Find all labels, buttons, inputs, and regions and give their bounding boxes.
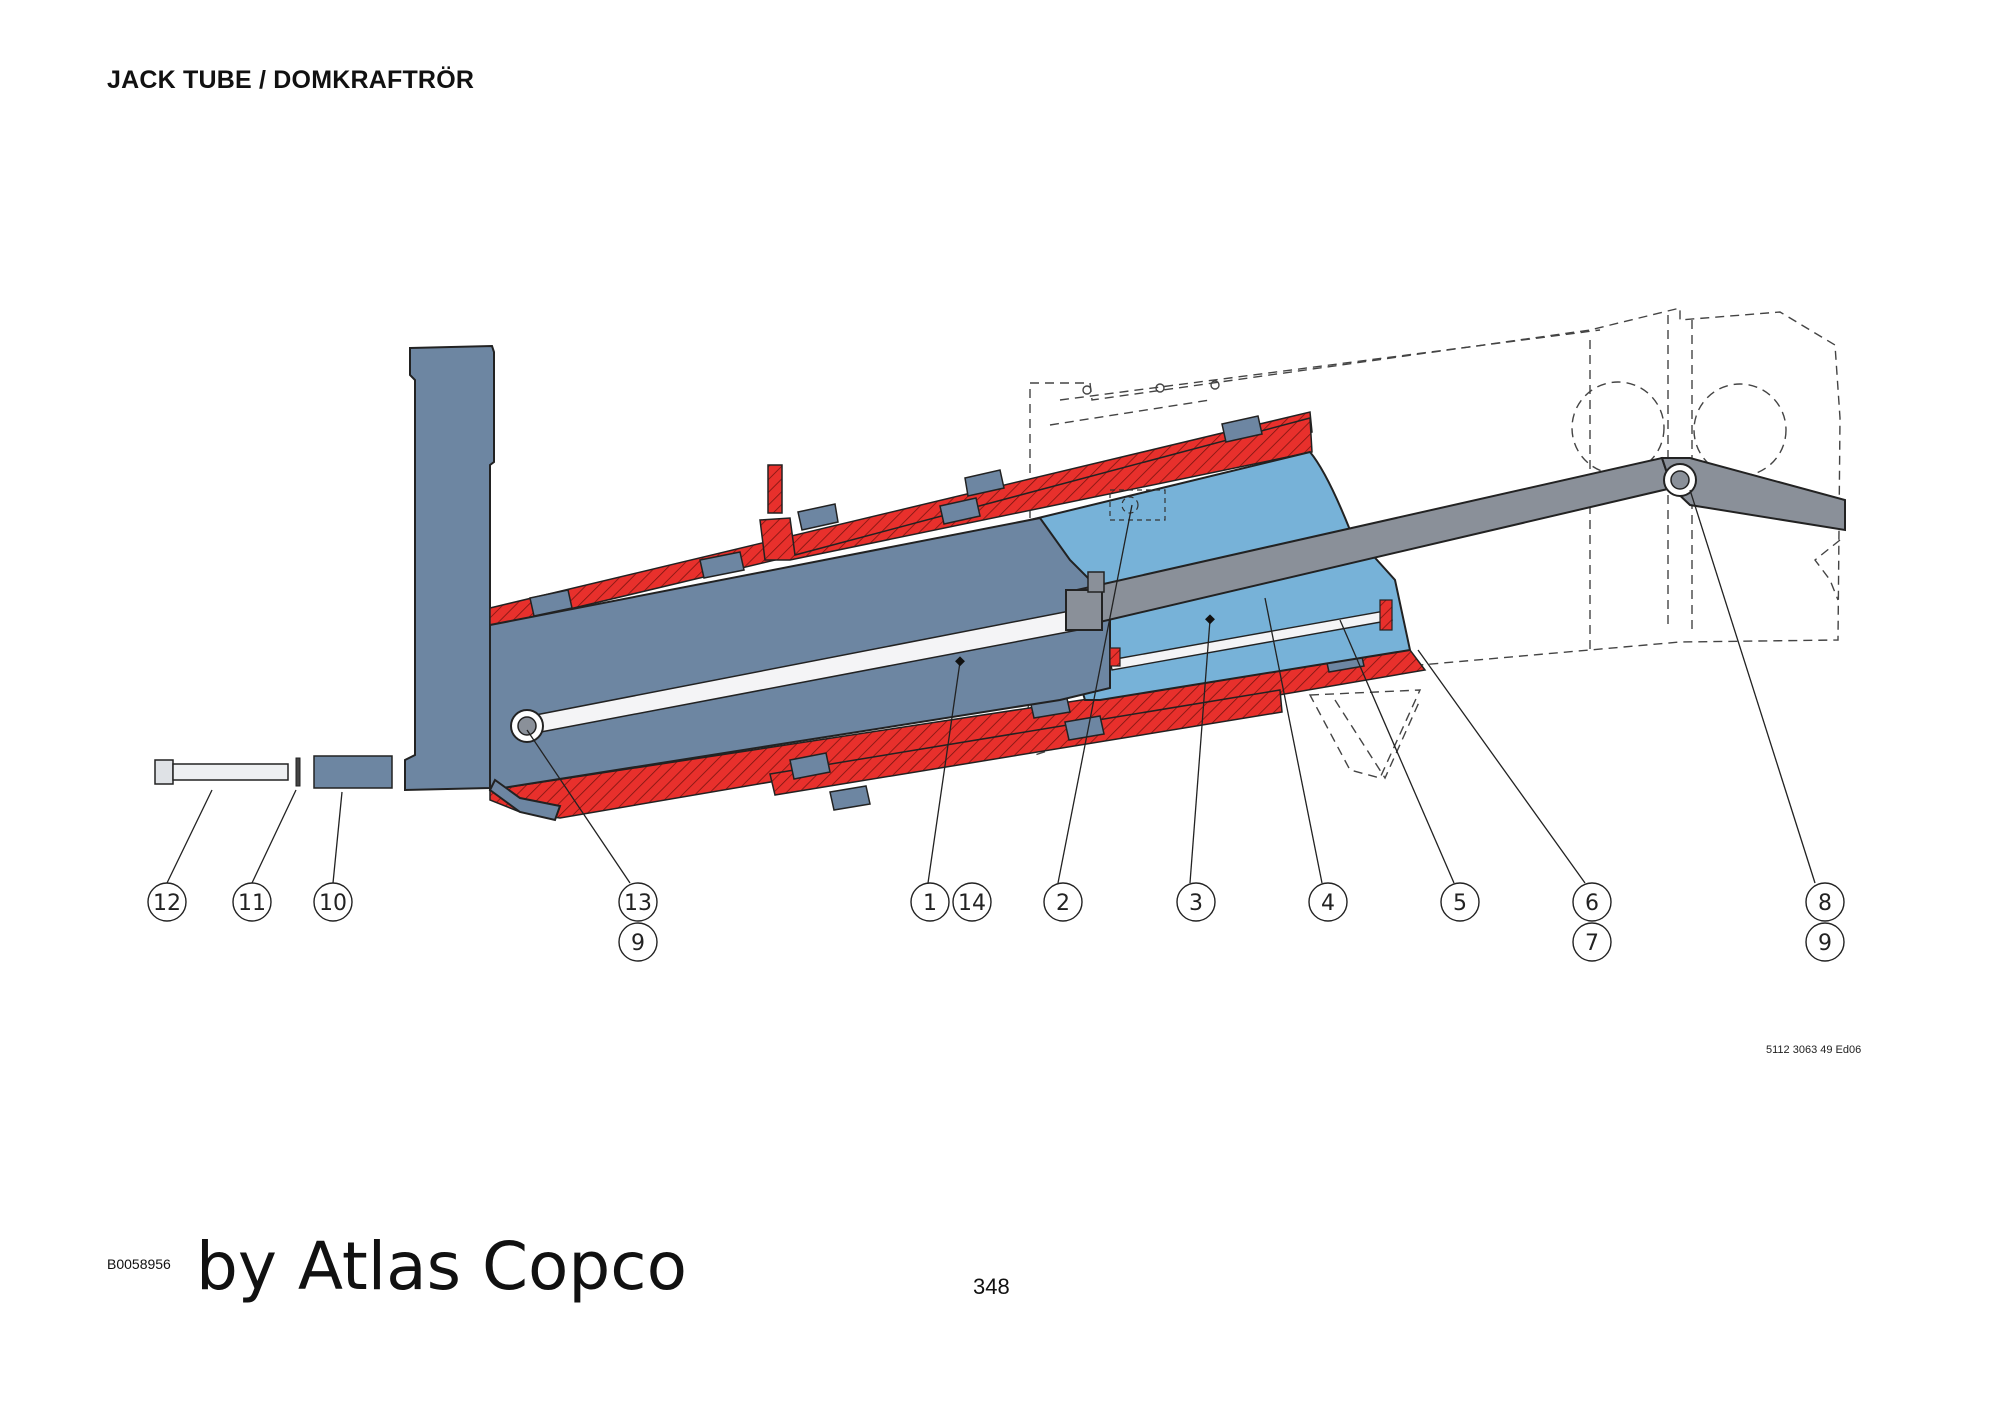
callout-label: 9 [1818, 931, 1832, 956]
boom-frame-outline [1019, 307, 1841, 780]
leader-dots [955, 614, 1215, 667]
callout-circle [952, 882, 992, 922]
callout-label: 5 [1453, 891, 1467, 916]
support-plate [404, 344, 495, 792]
callout-label: 11 [238, 891, 266, 916]
seal-red [1109, 599, 1393, 667]
callout-circle [910, 882, 950, 922]
callout-label: 2 [1056, 891, 1070, 916]
page-title: JACK TUBE / DOMKRAFTRÖR [107, 66, 475, 94]
callout-label: 8 [1818, 891, 1832, 916]
callout-circle [1176, 882, 1216, 922]
callout-circle [1572, 922, 1612, 962]
leader-lines [166, 489, 1816, 884]
callout-circle [147, 882, 187, 922]
brand-text: by Atlas Copco [196, 1228, 687, 1305]
callout-circle [313, 882, 353, 922]
grease-nipple [1087, 571, 1105, 593]
spacer-part-10 [313, 755, 393, 789]
bolt-part-12 [154, 759, 289, 785]
callout-bubbles: 12 11 10 13 9 1 14 2 3 4 5 6 7 8 9 [147, 882, 1845, 962]
callout-circle [1572, 882, 1612, 922]
callout-label: 9 [631, 931, 645, 956]
figure-id: B0058956 [107, 1256, 171, 1272]
tube-end-bottom [488, 778, 562, 822]
callout-label: 4 [1321, 891, 1335, 916]
document-reference: 5112 3063 49 Ed06 [1766, 1044, 1862, 1056]
callout-label: 10 [319, 891, 347, 916]
callout-label: 3 [1189, 891, 1203, 916]
page-number: 348 [973, 1274, 1010, 1299]
callout-label: 7 [1585, 931, 1599, 956]
callout-circle [1043, 882, 1083, 922]
frame-bolt-holes [1082, 380, 1220, 395]
pin-lower [510, 709, 544, 743]
outer-tube-body [489, 516, 1111, 792]
callout-circle [1440, 882, 1480, 922]
rod-head [1065, 589, 1103, 631]
callout-circle [618, 882, 658, 922]
callout-circle [1805, 882, 1845, 922]
callout-label: 14 [958, 891, 986, 916]
washer-part-11 [295, 757, 301, 787]
callout-circle [618, 922, 658, 962]
callout-label: 12 [153, 891, 181, 916]
callout-circle [1805, 922, 1845, 962]
pin-upper [1663, 463, 1697, 497]
callout-label: 13 [624, 891, 652, 916]
callout-label: 6 [1585, 891, 1599, 916]
callout-label: 1 [923, 891, 937, 916]
callout-circle [1308, 882, 1348, 922]
callout-circle [232, 882, 272, 922]
